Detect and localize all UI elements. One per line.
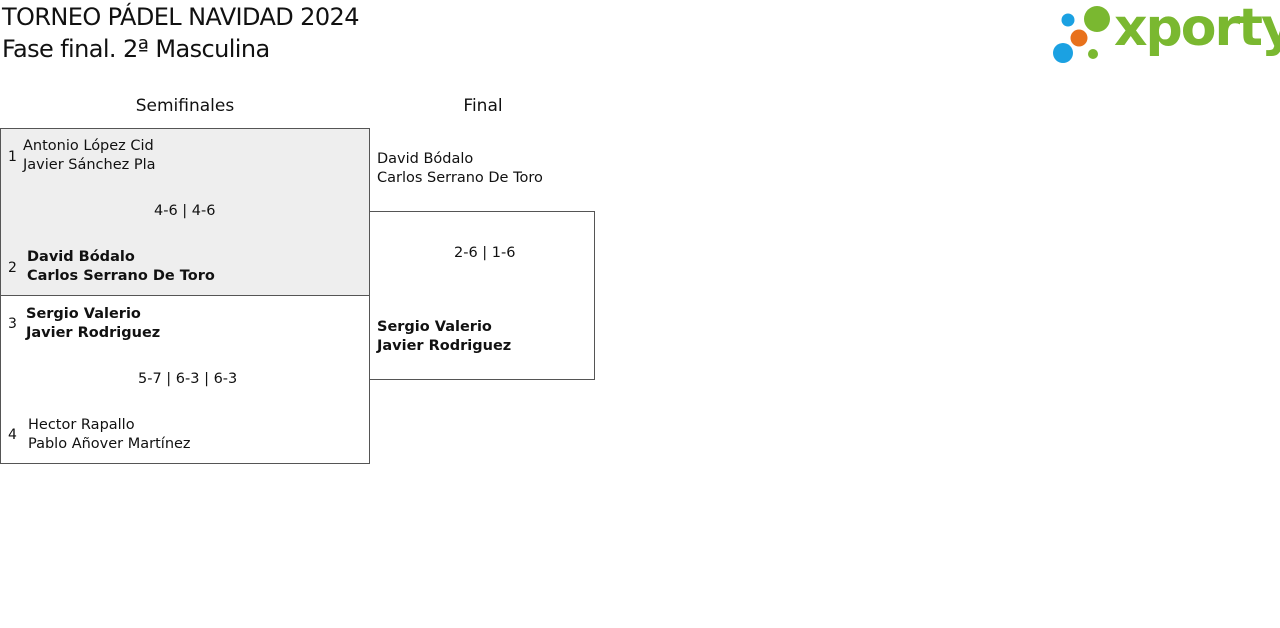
logo-dot-blue-small bbox=[1061, 13, 1075, 27]
semifinal-1-box: 1 Antonio López Cid Javier Sánchez Pla 4… bbox=[0, 128, 370, 296]
team-pair-winner: Sergio Valerio Javier Rodriguez bbox=[26, 305, 160, 343]
player-name: Pablo Añover Martínez bbox=[28, 436, 191, 452]
phase-subtitle: Fase final. 2ª Masculina bbox=[2, 35, 270, 63]
final-team-pair-top: David Bódalo Carlos Serrano De Toro bbox=[377, 150, 543, 188]
tournament-title: TORNEO PÁDEL NAVIDAD 2024 bbox=[2, 3, 359, 31]
final-box: 2-6 | 1-6 Sergio Valerio Javier Rodrigue… bbox=[369, 211, 595, 380]
player-name: Javier Rodriguez bbox=[377, 338, 512, 354]
logo-dot-orange bbox=[1070, 29, 1088, 47]
player-name: Carlos Serrano De Toro bbox=[377, 170, 543, 186]
team-pair-winner: David Bódalo Carlos Serrano De Toro bbox=[27, 248, 215, 286]
player-name: Javier Rodriguez bbox=[26, 325, 161, 341]
seed-number: 3 bbox=[8, 316, 17, 332]
match-score: 5-7 | 6-3 | 6-3 bbox=[138, 371, 238, 387]
player-name: Hector Rapallo bbox=[28, 417, 135, 433]
semifinal-2-box: 3 Sergio Valerio Javier Rodriguez 5-7 | … bbox=[0, 295, 370, 464]
player-name: David Bódalo bbox=[377, 151, 474, 167]
seed-number: 4 bbox=[8, 427, 17, 443]
player-name: Sergio Valerio bbox=[377, 319, 492, 335]
team-pair-winner: Sergio Valerio Javier Rodriguez bbox=[377, 318, 511, 356]
player-name: Javier Sánchez Pla bbox=[23, 157, 156, 173]
match-score: 4-6 | 4-6 bbox=[154, 203, 216, 219]
seed-number: 2 bbox=[8, 260, 17, 276]
match-score: 2-6 | 1-6 bbox=[454, 245, 516, 261]
player-name: Sergio Valerio bbox=[26, 306, 141, 322]
player-name: Carlos Serrano De Toro bbox=[27, 268, 215, 284]
round-label-final: Final bbox=[463, 96, 503, 116]
xporty-logo bbox=[1053, 6, 1110, 63]
logo-wordmark: xporty bbox=[1114, 0, 1280, 58]
round-label-semifinals: Semifinales bbox=[135, 96, 235, 116]
logo-dot-blue-large bbox=[1053, 43, 1073, 63]
player-name: Antonio López Cid bbox=[23, 138, 154, 154]
logo-dot-green bbox=[1084, 6, 1110, 32]
player-name: David Bódalo bbox=[27, 249, 135, 265]
logo-dot-green-small bbox=[1088, 49, 1098, 59]
team-pair-loser: Hector Rapallo Pablo Añover Martínez bbox=[28, 416, 191, 454]
seed-number: 1 bbox=[8, 149, 17, 165]
team-pair-loser: Antonio López Cid Javier Sánchez Pla bbox=[23, 137, 156, 175]
